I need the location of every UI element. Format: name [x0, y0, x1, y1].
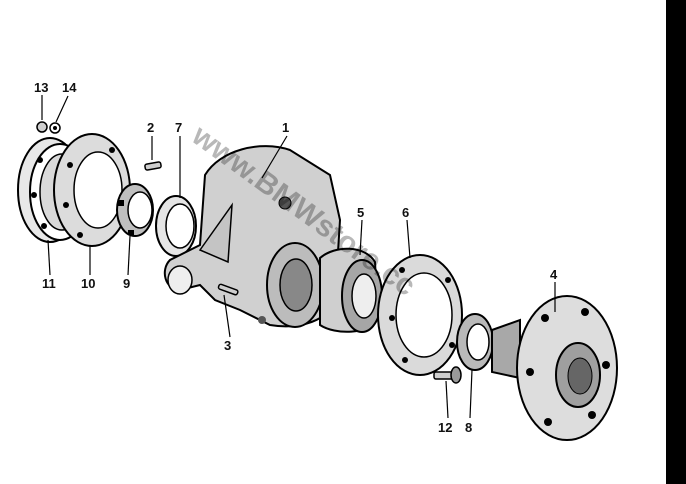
callout-11: 11 [42, 276, 56, 291]
callout-10: 10 [81, 276, 95, 291]
callout-13: 13 [34, 80, 48, 95]
part-7-shaft-seal[interactable] [155, 195, 197, 257]
part-6-flange-gasket[interactable] [377, 254, 463, 376]
part-8-shaft-seal[interactable] [456, 313, 494, 371]
part-12-bolt[interactable] [433, 366, 462, 384]
leader-lines [41, 95, 556, 419]
part-1-housing[interactable] [163, 145, 342, 328]
callout-8: 8 [465, 420, 472, 435]
part-9-slotted-nut[interactable] [116, 183, 154, 237]
callout-9: 9 [123, 276, 130, 291]
part-2-pin[interactable] [144, 161, 162, 171]
callout-6: 6 [402, 205, 409, 220]
callout-3: 3 [224, 338, 231, 353]
callout-1: 1 [282, 120, 289, 135]
right-edge-bar [666, 0, 686, 484]
callout-7: 7 [175, 120, 182, 135]
part-10-gasket[interactable] [53, 133, 131, 247]
callout-4: 4 [550, 267, 558, 282]
callout-5: 5 [357, 205, 364, 220]
callout-labels: 1 2 3 4 5 6 7 8 9 10 11 12 13 14 [34, 80, 558, 435]
callout-14: 14 [62, 80, 77, 95]
part-14-washer[interactable] [49, 122, 61, 134]
callout-12: 12 [438, 420, 452, 435]
part-13-nut[interactable] [36, 121, 48, 133]
part-4-output-flange[interactable] [491, 295, 618, 441]
part-3-screw[interactable] [217, 283, 239, 296]
callout-2: 2 [147, 120, 154, 135]
